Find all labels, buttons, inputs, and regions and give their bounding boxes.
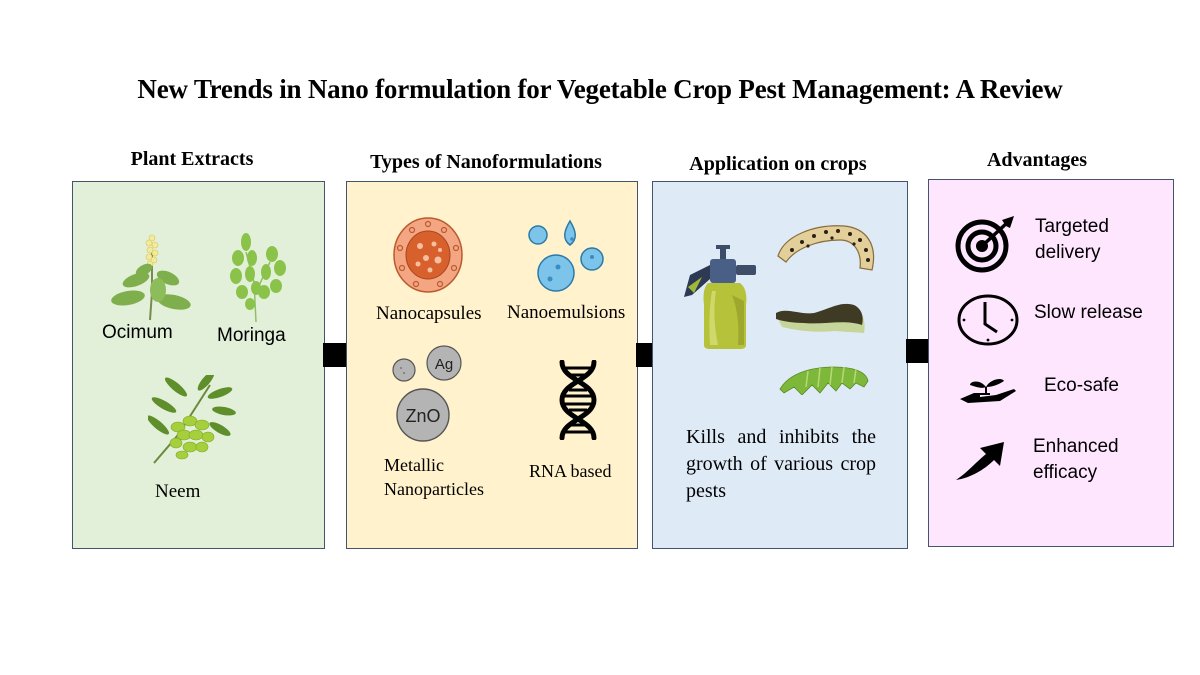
caterpillar-green-icon (779, 366, 869, 395)
particle-zno-label: ZnO (405, 406, 440, 426)
label-targeted-delivery: Targeted delivery (1035, 214, 1109, 266)
label-ocimum: Ocimum (102, 322, 173, 343)
label-moringa: Moringa (217, 325, 286, 346)
label-rna-based: RNA based (529, 461, 612, 481)
label-targeted-line2: delivery (1035, 242, 1101, 263)
ocimum-plant-icon (111, 234, 191, 321)
label-nanocapsules: Nanocapsules (376, 303, 482, 324)
label-metallic-nanoparticles: Metallic Nanoparticles (384, 453, 484, 501)
label-enhanced-efficacy: Enhanced efficacy (1033, 434, 1119, 486)
heading-advantages: Advantages (986, 149, 1087, 171)
heading-application: Application on crops (689, 153, 867, 175)
neem-branch-icon (148, 375, 236, 464)
heading-plant-extracts: Plant Extracts (130, 148, 254, 170)
panel-plant-extracts (72, 181, 325, 549)
particle-ag-label: Ag (435, 356, 453, 373)
figure-title: New Trends in Nano formulation for Veget… (137, 74, 1063, 104)
label-metallic-line2: Nanoparticles (384, 479, 484, 499)
heading-nanoformulations: Types of Nanoformulations (370, 151, 602, 173)
caterpillar-spotted-icon (777, 225, 875, 271)
application-description: Kills and inhibits the growth of various… (686, 426, 876, 502)
nanocapsule-icon (393, 217, 463, 293)
label-eco-safe: Eco-safe (1044, 375, 1119, 396)
label-slow-release: Slow release (1034, 302, 1143, 323)
caterpillar-dark-icon (776, 303, 865, 333)
label-targeted-line1: Targeted (1035, 216, 1109, 237)
nanoemulsion-droplets-icon (528, 219, 604, 292)
plant-in-hand-icon (960, 379, 1016, 403)
label-metallic-line1: Metallic (384, 455, 444, 475)
label-nanoemulsions: Nanoemulsions (507, 302, 626, 323)
trend-up-arrow-icon (956, 442, 1004, 480)
clock-icon (957, 294, 1019, 346)
target-icon (955, 216, 1014, 273)
sprayer-icon (684, 245, 756, 349)
dna-helix-icon (559, 360, 597, 440)
label-enhanced-line1: Enhanced (1033, 436, 1119, 457)
moringa-leaves-icon (230, 233, 286, 323)
label-enhanced-line2: efficacy (1033, 462, 1098, 483)
label-neem: Neem (155, 481, 201, 502)
metallic-nanoparticles-icon: Ag ZnO (392, 345, 462, 442)
